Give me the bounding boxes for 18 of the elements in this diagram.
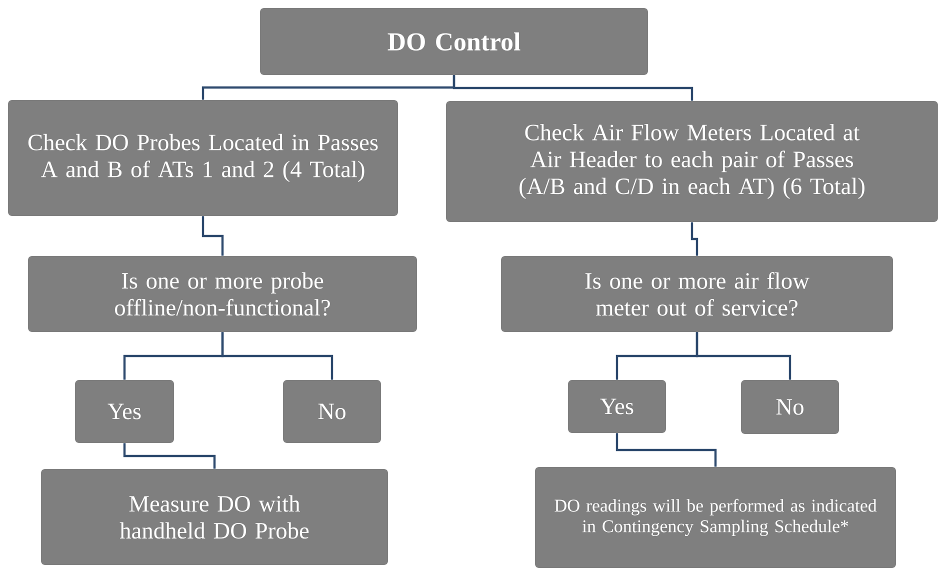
process-box: No xyxy=(283,380,381,443)
process-box: Yes xyxy=(75,380,174,443)
process-box: Check Air Flow Meters Located at Air Header to each pair of Passes (A/B and C/D in each AT) (6 Total) xyxy=(446,100,938,222)
process-box: No xyxy=(741,380,839,434)
process-box: Is one or more air flow meter out of service? xyxy=(501,256,893,332)
connector xyxy=(202,216,224,256)
connector xyxy=(123,443,216,469)
process-box: Check DO Probes Located in Passes A and B of ATs 1 and 2 (4 Total) xyxy=(8,100,398,216)
connector xyxy=(690,222,698,256)
connector xyxy=(696,332,792,380)
connector xyxy=(616,433,717,467)
process-box: DO readings will be performed as indicated in Contingency Sampling Schedule* xyxy=(535,466,896,568)
process-box: Measure DO with handheld DO Probe xyxy=(41,468,388,565)
connector xyxy=(452,75,694,101)
process-box: Yes xyxy=(568,380,666,433)
process-box: Is one or more probe offline/non-functional? xyxy=(28,256,417,332)
connector xyxy=(221,332,334,380)
title-box: DO Control xyxy=(260,8,648,75)
